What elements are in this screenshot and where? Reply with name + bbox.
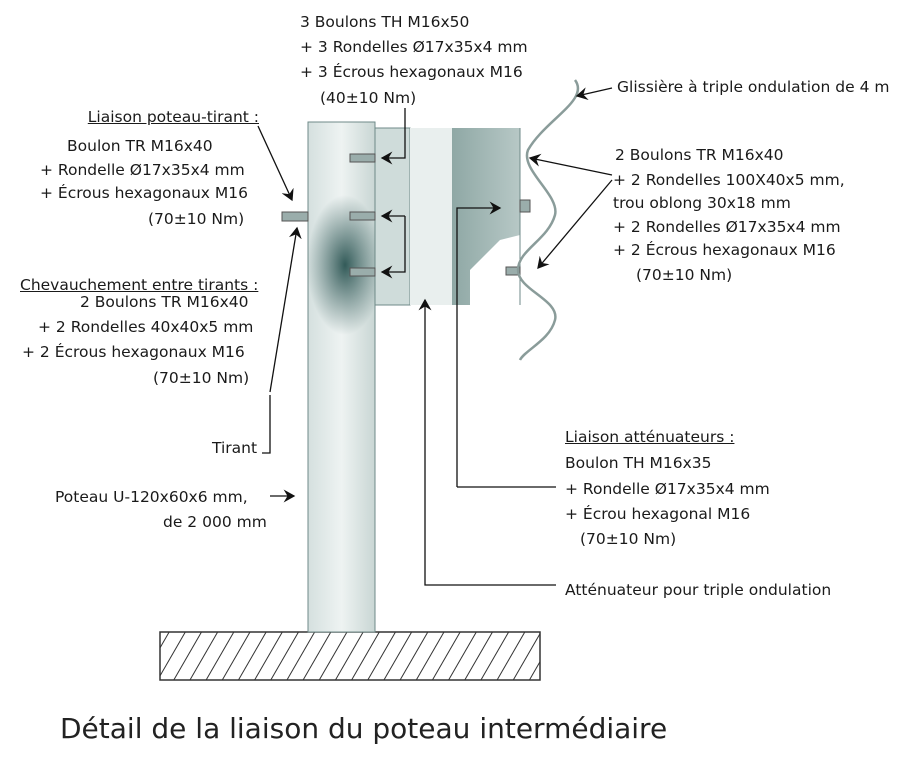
chevauchement-torque: (70±10 Nm) bbox=[153, 369, 250, 387]
liaison-attenuateurs-line1: Boulon TH M16x35 bbox=[565, 454, 712, 472]
liaison-attenuateurs-torque: (70±10 Nm) bbox=[580, 530, 677, 548]
right-bolts-torque: (70±10 Nm) bbox=[636, 266, 733, 284]
liaison-poteau-tirant-torque: (70±10 Nm) bbox=[148, 210, 245, 228]
liaison-poteau-tirant-line1: Boulon TR M16x40 bbox=[67, 137, 213, 155]
right-bolts-line2: + 2 Rondelles 100X40x5 mm, bbox=[613, 171, 845, 189]
diagram-title: Détail de la liaison du poteau intermédi… bbox=[60, 712, 668, 745]
liaison-attenuateurs-line3: + Écrou hexagonal M16 bbox=[565, 505, 751, 523]
chevauchement-line2: + 2 Rondelles 40x40x5 mm bbox=[38, 318, 254, 336]
ground-hatch bbox=[159, 631, 541, 681]
chevauchement-line3: + 2 Écrous hexagonaux M16 bbox=[22, 343, 245, 361]
top-bolts-line3: + 3 Écrous hexagonaux M16 bbox=[300, 63, 523, 81]
top-bolts-line2: + 3 Rondelles Ø17x35x4 mm bbox=[300, 38, 528, 56]
liaison-poteau-tirant-heading: Liaison poteau-tirant : bbox=[87, 108, 259, 126]
attenuator-block bbox=[452, 128, 520, 305]
chevauchement-heading: Chevauchement entre tirants : bbox=[20, 276, 259, 294]
liaison-attenuateurs-line2: + Rondelle Ø17x35x4 mm bbox=[565, 480, 770, 498]
right-bolts-line4: + 2 Rondelles Ø17x35x4 mm bbox=[613, 218, 841, 236]
chevauchement-line1: 2 Boulons TR M16x40 bbox=[80, 293, 249, 311]
top-bolts-line1: 3 Boulons TH M16x50 bbox=[300, 13, 470, 31]
attenuator-light bbox=[410, 128, 452, 305]
liaison-poteau-tirant-line3: + Écrous hexagonaux M16 bbox=[40, 184, 248, 202]
attenuateur-label: Atténuateur pour triple ondulation bbox=[565, 581, 832, 599]
tirant-label: Tirant bbox=[212, 439, 258, 457]
top-bolts-torque: (40±10 Nm) bbox=[320, 89, 417, 107]
guardrail bbox=[516, 79, 580, 361]
glissiere-label: Glissière à triple ondulation de 4 m bbox=[617, 78, 890, 96]
poteau-line1: Poteau U-120x60x6 mm, bbox=[55, 488, 248, 506]
right-bolts-line1: 2 Boulons TR M16x40 bbox=[615, 146, 784, 164]
liaison-poteau-tirant-line2: + Rondelle Ø17x35x4 mm bbox=[40, 161, 245, 179]
right-bolts-line5: + 2 Écrous hexagonaux M16 bbox=[613, 241, 836, 259]
liaison-attenuateurs-heading: Liaison atténuateurs : bbox=[565, 428, 735, 446]
poteau-line2: de 2 000 mm bbox=[163, 513, 267, 531]
right-bolts-line3: trou oblong 30x18 mm bbox=[613, 194, 791, 212]
